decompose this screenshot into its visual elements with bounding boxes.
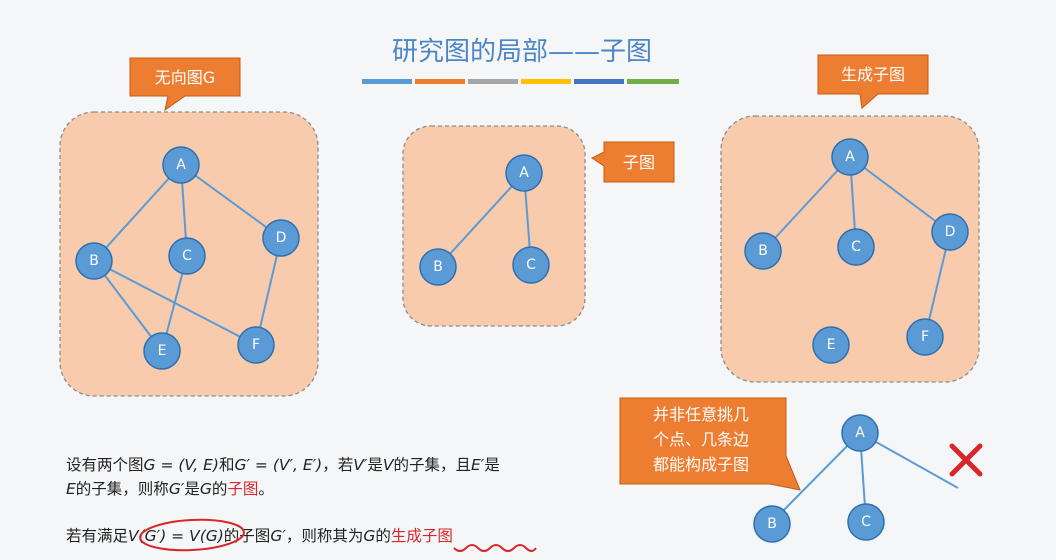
graph-g-node-e: E <box>143 332 181 370</box>
callout-spanning-subgraph: 生成子图 <box>817 54 929 109</box>
edge-span-a-d <box>849 156 951 233</box>
edge-g-b-e <box>93 260 163 352</box>
definition-line-2: E的子集，则称G′是G的子图。 <box>66 480 274 498</box>
graph-g-node-f: F <box>237 326 275 364</box>
callout-undirected-graph: 无向图G <box>129 57 241 112</box>
highlight-subgraph: 子图 <box>227 480 258 498</box>
handdrawn-wavy-underline <box>453 544 537 552</box>
svg-text:C: C <box>526 257 536 273</box>
edge-g-a-d <box>180 164 282 239</box>
spanning-node-f: F <box>906 318 944 356</box>
handdrawn-circle-annotation <box>139 518 245 552</box>
spanning-node-b: B <box>744 232 782 270</box>
graph-g-node-a: A <box>162 146 200 184</box>
svg-text:B: B <box>767 516 777 532</box>
subgraph-region <box>402 125 586 327</box>
invalid-node-b: B <box>753 505 791 543</box>
callout-note-line-2: 个点、几条边 <box>653 430 749 449</box>
page-title: 研究图的局部——子图 <box>392 37 652 67</box>
underline-segment-1 <box>362 79 412 84</box>
callout-subgraph: 子图 <box>591 141 675 183</box>
invalid-subgraph-example: A B C <box>753 414 959 543</box>
subgraph: A B C <box>419 154 550 286</box>
svg-text:A: A <box>519 165 529 181</box>
svg-text:E: E <box>827 337 836 353</box>
subgraph-node-c: C <box>512 246 550 284</box>
callout-note-line-3: 都能构成子图 <box>653 455 749 474</box>
graph-g: A B C D E F <box>75 146 300 370</box>
svg-text:A: A <box>845 149 855 165</box>
underline-segment-3 <box>468 79 518 84</box>
cross-icon <box>949 443 983 477</box>
underline-segment-4 <box>521 79 571 84</box>
svg-text:D: D <box>276 230 287 246</box>
svg-text:D: D <box>945 224 956 240</box>
svg-text:B: B <box>758 243 768 259</box>
svg-text:A: A <box>855 425 865 441</box>
edge-g-a-b <box>93 164 182 262</box>
edge-sub-a-b <box>437 172 525 268</box>
svg-text:F: F <box>252 337 260 353</box>
svg-text:C: C <box>851 239 861 255</box>
spanning-node-e: E <box>812 326 850 364</box>
svg-text:E: E <box>158 343 167 359</box>
callout-subgraph-label: 子图 <box>623 153 655 172</box>
callout-spanning-label: 生成子图 <box>841 65 905 84</box>
subgraph-node-b: B <box>419 248 457 286</box>
definition-line-1: 设有两个图G = (V, E)和G′ = (V′, E′)，若V′是V的子集，且… <box>66 456 500 474</box>
invalid-node-c: C <box>847 503 885 541</box>
subgraph-node-a: A <box>505 154 543 192</box>
svg-text:A: A <box>176 157 186 173</box>
edge-span-a-b <box>762 156 851 252</box>
graph-g-node-d: D <box>262 219 300 257</box>
graph-g-node-c: C <box>168 237 206 275</box>
edge-invalid-a-b <box>771 432 861 523</box>
highlight-spanning-subgraph: 生成子图 <box>391 527 453 545</box>
svg-text:F: F <box>921 329 929 345</box>
invalid-node-a: A <box>841 414 879 452</box>
svg-text:C: C <box>861 514 871 530</box>
underline-segment-2 <box>415 79 465 84</box>
spanning-node-a: A <box>831 138 869 176</box>
title-underline <box>362 79 679 84</box>
graph-g-node-b: B <box>75 242 113 280</box>
underline-segment-6 <box>627 79 679 84</box>
spanning-node-c: C <box>837 228 875 266</box>
spanning-subgraph: A B C D E F <box>744 138 969 364</box>
callout-undirected-label: 无向图G <box>155 68 215 87</box>
svg-text:B: B <box>89 253 99 269</box>
underline-segment-5 <box>574 79 624 84</box>
svg-text:C: C <box>182 248 192 264</box>
callout-note: 并非任意挑几 个点、几条边 都能构成子图 <box>619 397 801 491</box>
callout-note-line-1: 并非任意挑几 <box>653 405 749 424</box>
spanning-definition-line: 若有满足V(G′) = V(G)的子图G′，则称其为G的生成子图 <box>66 527 453 545</box>
condition-highlight: V(G′) = V(G) <box>128 527 224 545</box>
svg-text:B: B <box>433 259 443 275</box>
spanning-node-d: D <box>931 213 969 251</box>
